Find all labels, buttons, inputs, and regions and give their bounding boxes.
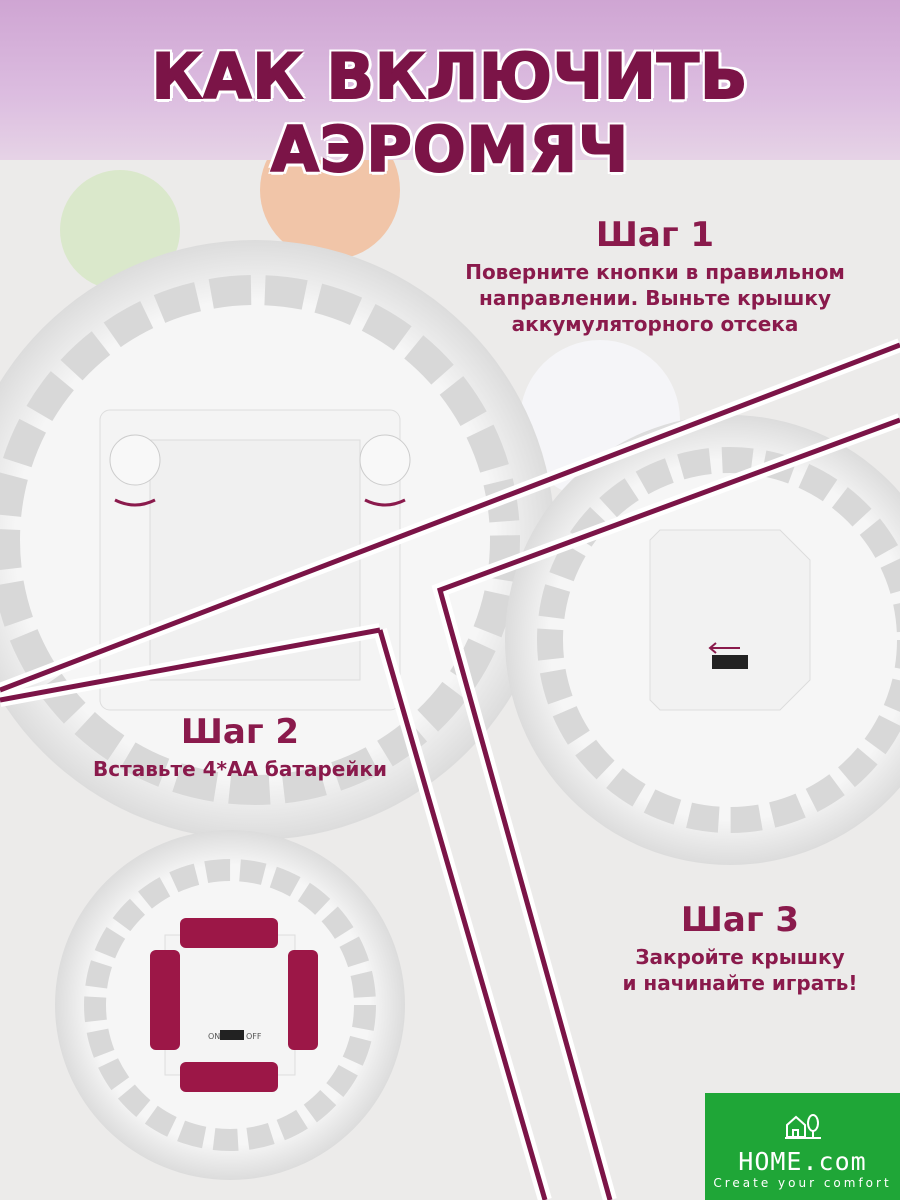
step-3-heading: Шаг 3: [680, 900, 800, 940]
logo-tagline: Create your comfort: [713, 1176, 892, 1190]
brand-logo: HOME.com Create your comfort: [705, 1093, 900, 1200]
step-2-line: Вставьте 4*AA батарейки: [93, 757, 387, 781]
step-1-line: Поверните кнопки в правильном: [465, 260, 845, 284]
battery: [150, 950, 180, 1050]
step-1: Шаг 1 Поверните кнопки в правильном напр…: [430, 215, 880, 337]
step-1-line: направлении. Выньте крышку: [479, 286, 831, 310]
step-3-line: и начинайте играть!: [622, 971, 858, 995]
off-label: OFF: [246, 1032, 262, 1041]
battery: [180, 918, 278, 948]
step-1-heading: Шаг 1: [595, 215, 715, 255]
device-step2: ON OFF: [55, 830, 405, 1180]
step-1-line: аккумуляторного отсека: [511, 312, 799, 336]
step-2-heading: Шаг 2: [180, 712, 300, 752]
rotate-arrow-icon: [114, 498, 156, 507]
step-3-line: Закройте крышку: [635, 945, 845, 969]
logo-name: HOME.com: [738, 1147, 867, 1176]
rotate-arrow-icon: [364, 498, 406, 507]
house-tree-icon: [784, 1114, 821, 1139]
battery: [180, 1062, 278, 1092]
battery: [288, 950, 318, 1050]
step-2: Шаг 2 Вставьте 4*AA батарейки: [60, 712, 420, 782]
step-3: Шаг 3 Закройте крышку и начинайте играть…: [600, 900, 880, 996]
title-band: [0, 0, 900, 160]
on-label: ON: [208, 1032, 220, 1041]
page-title: КАК ВКЛЮЧИТЬ АЭРОМЯЧ: [151, 39, 749, 187]
